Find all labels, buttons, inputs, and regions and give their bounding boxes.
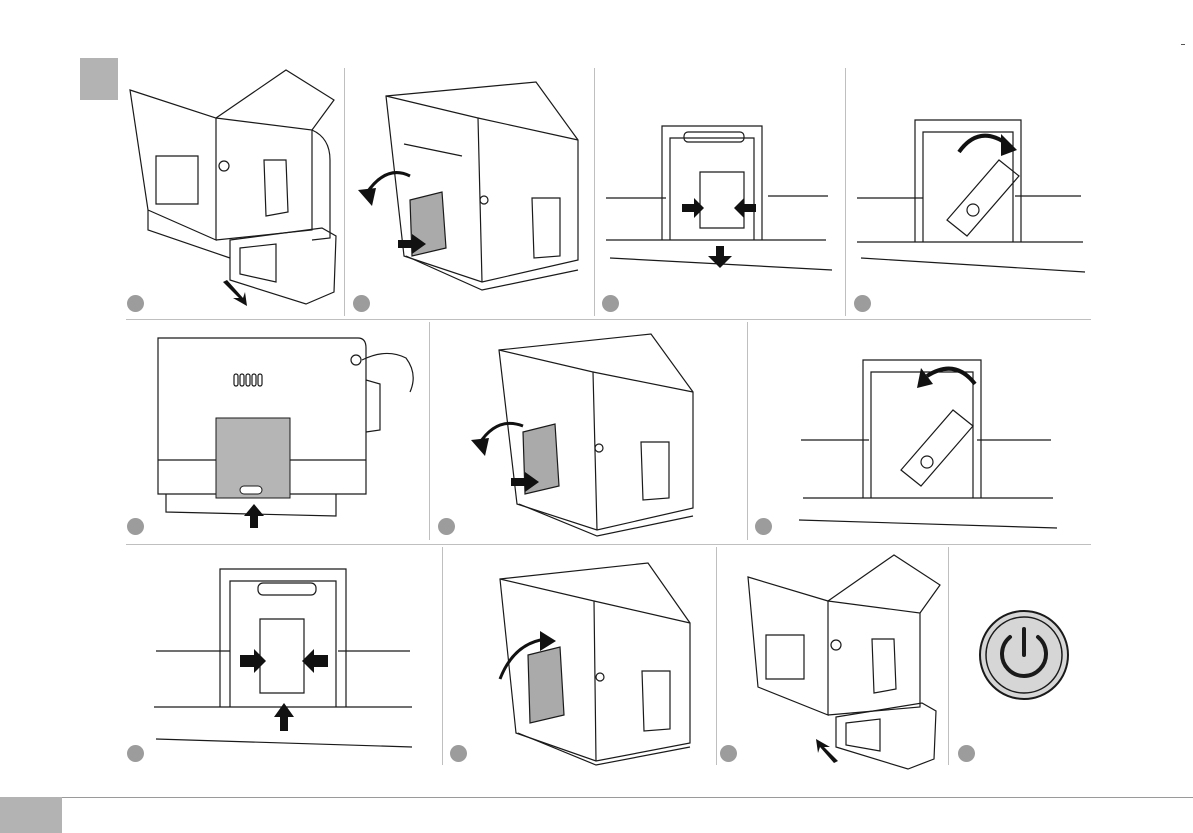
step-badge [755,518,772,535]
step-badge [958,745,975,762]
machine-side-door-open-icon [346,60,592,318]
step-badge [127,295,144,312]
grid-divider [429,322,430,540]
machine-drip-tray-insert-icon [718,547,946,765]
grid-divider [344,68,345,316]
step-4-panel [847,60,1091,318]
step-10-panel [718,547,946,765]
footer-rule [62,797,1193,798]
brew-unit-rotate-back-icon [749,322,1091,540]
grid-divider [716,547,717,765]
grid-divider [442,547,443,765]
step-1-panel [126,60,342,318]
step-8-panel [126,547,440,765]
step-badge [854,295,871,312]
step-badge [602,295,619,312]
step-badge [450,745,467,762]
step-badge [127,518,144,535]
grid-divider [948,547,949,765]
grid-divider [594,68,595,316]
step-badge [720,745,737,762]
corner-mark [1181,44,1185,45]
grid-divider [747,322,748,540]
step-badge [438,518,455,535]
machine-side-door-open-icon [431,322,745,540]
brew-unit-rotate-icon [847,60,1091,318]
step-11-panel [950,547,1091,765]
brew-unit-release-icon [596,60,843,318]
step-6-panel [431,322,745,540]
step-badge [353,295,370,312]
step-badge [127,745,144,762]
grid-divider [126,544,1091,545]
step-3-panel [596,60,843,318]
grid-divider [126,319,1091,320]
machine-button-press-icon [126,322,428,540]
machine-side-door-close-icon [444,547,714,765]
grid-divider [845,68,846,316]
section-marker [80,58,118,100]
step-5-panel [126,322,428,540]
footer-tab [0,797,62,833]
step-9-panel [444,547,714,765]
step-2-panel [346,60,592,318]
brew-unit-insert-icon [126,547,440,765]
power-button-icon [978,609,1070,701]
arrow-down-right-icon [221,278,251,308]
step-7-panel [749,322,1091,540]
